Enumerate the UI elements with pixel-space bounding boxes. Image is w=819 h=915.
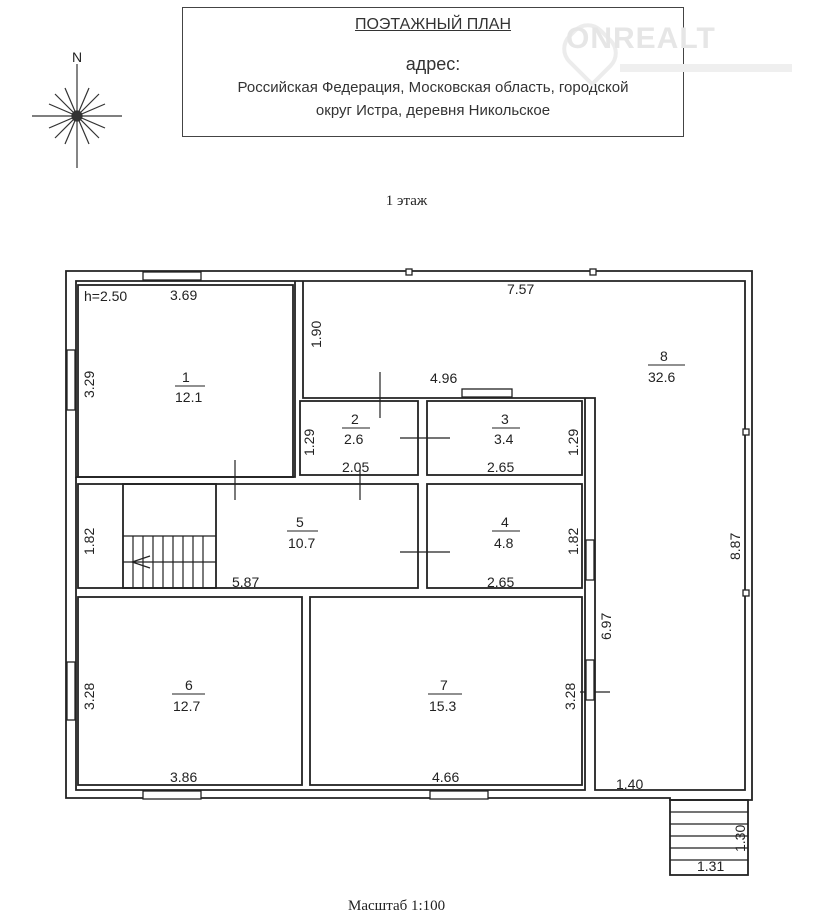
room-6-height: 3.28 — [81, 683, 97, 710]
room-5-width: 5.87 — [232, 574, 259, 590]
title-block: ПОЭТАЖНЫЙ ПЛАН адрес: Российская Федерац… — [182, 7, 684, 137]
room-2-height: 1.29 — [301, 429, 317, 456]
address-label: адрес: — [405, 54, 461, 74]
window — [429, 790, 489, 800]
room-1-area: 12.1 — [175, 389, 202, 405]
room-7-height: 3.28 — [562, 683, 578, 710]
room-8-area: 32.6 — [648, 369, 675, 385]
room-8-inner-dim: 4.96 — [430, 370, 457, 386]
scale-label: Масштаб 1:100 — [348, 898, 446, 914]
room-8-top-dim: 7.57 — [507, 281, 534, 297]
room-4-height: 1.82 — [565, 528, 581, 555]
floor-label: 1 этаж — [385, 193, 428, 209]
watermark-logo: ONREALT — [566, 22, 716, 55]
window — [142, 271, 202, 281]
room-8-right-dim: 8.87 — [727, 533, 743, 560]
window — [142, 790, 202, 800]
room-7-area: 15.3 — [429, 698, 456, 714]
room-6-width: 3.86 — [170, 769, 197, 785]
ceiling-height: h=2.50 — [84, 288, 127, 304]
room-3-width: 2.65 — [487, 459, 514, 475]
room-1-height: 3.29 — [81, 371, 97, 398]
compass-rose-icon: N — [32, 50, 122, 168]
room-5-number: 5 — [296, 514, 304, 530]
room-2-number: 2 — [351, 411, 359, 427]
porch-stairs — [669, 799, 749, 876]
porch-width: 1.31 — [697, 858, 724, 874]
room-5-height: 1.82 — [81, 528, 97, 555]
room-3-area: 3.4 — [494, 431, 514, 447]
window — [585, 539, 595, 581]
room-7-width: 4.66 — [432, 769, 459, 785]
room-8-bottom-dim: 1.40 — [616, 776, 643, 792]
room-1-width: 3.69 — [170, 287, 197, 303]
room-3-number: 3 — [501, 411, 509, 427]
room-4-outline — [426, 483, 583, 589]
room-4-width: 2.65 — [487, 574, 514, 590]
room-6-number: 6 — [185, 677, 193, 693]
room-2-area: 2.6 — [344, 431, 364, 447]
room-6-outline — [77, 596, 303, 786]
room-4-area: 4.8 — [494, 535, 514, 551]
window — [66, 661, 76, 721]
address-line-2: округ Истра, деревня Никольское — [315, 102, 551, 119]
room-8-inner-vertical-dim: 6.97 — [598, 613, 614, 640]
room-7-outline — [309, 596, 583, 786]
window — [461, 388, 513, 398]
room-6-area: 12.7 — [173, 698, 200, 714]
room-8-step-dim: 1.90 — [308, 321, 324, 348]
room-2-width: 2.05 — [342, 459, 369, 475]
room-3-height: 1.29 — [565, 429, 581, 456]
room-1-number: 1 — [182, 369, 190, 385]
address-line-1: Российская Федерация, Московская область… — [237, 79, 629, 96]
room-4-number: 4 — [501, 514, 509, 530]
porch-height: 1.30 — [732, 825, 748, 852]
room-8-number: 8 — [660, 348, 668, 364]
room-7-number: 7 — [440, 677, 448, 693]
window — [585, 659, 595, 701]
room-1-outline — [77, 284, 294, 478]
watermark-subtitle — [620, 64, 792, 72]
compass-north-label: N — [72, 50, 82, 65]
room-5-area: 10.7 — [288, 535, 315, 551]
window — [66, 349, 76, 411]
room-5-outline — [77, 483, 419, 589]
plan-title: ПОЭТАЖНЫЙ ПЛАН — [354, 16, 512, 33]
